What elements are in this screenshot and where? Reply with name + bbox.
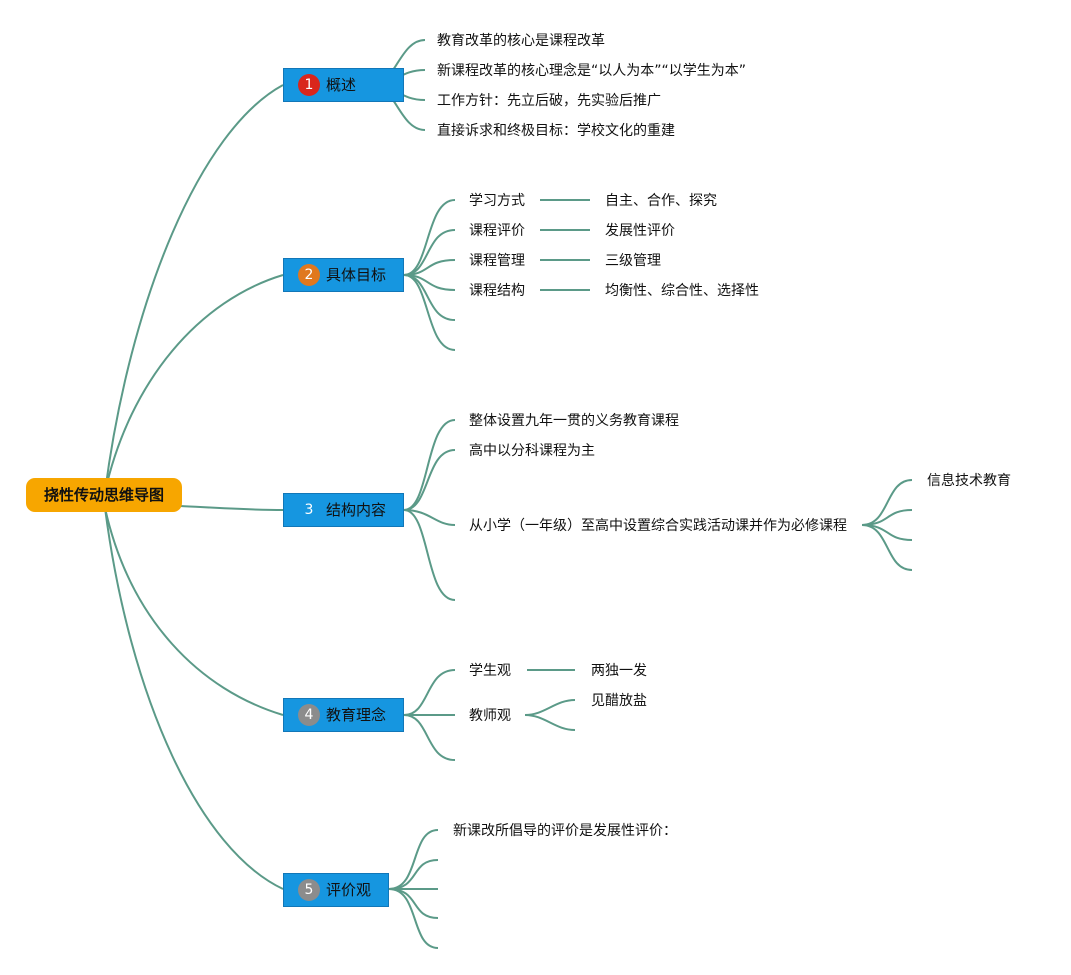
link-structure-1	[403, 419, 456, 511]
philosophy-item-label[interactable]: 教师观	[469, 708, 511, 724]
philosophy-item-value[interactable]: 见醋放盐	[591, 693, 647, 709]
link-evaluation-5	[388, 888, 439, 949]
structure-sub-item[interactable]: 信息技术教育	[927, 473, 1011, 489]
link-root-goals	[104, 274, 284, 493]
branch-overview[interactable]: 1 概述	[283, 68, 404, 102]
link-root-evaluation	[104, 507, 284, 890]
link-goals-2	[403, 229, 456, 276]
branch-label: 教育理念	[326, 706, 387, 724]
goals-item-value[interactable]: 发展性评价	[605, 223, 675, 239]
link-evaluation-1	[388, 829, 439, 890]
overview-item[interactable]: 教育改革的核心是课程改革	[437, 33, 605, 49]
link-goals-6	[403, 274, 456, 351]
link-structure-4	[403, 509, 456, 601]
link-philosophy-3	[403, 714, 456, 761]
link-root-philosophy	[104, 507, 284, 716]
root-node[interactable]: 挠性传动思维导图	[26, 478, 182, 512]
philosophy-item-value[interactable]: 两独一发	[591, 663, 647, 679]
link-structure-sub-1	[861, 479, 913, 526]
link-structure-2	[403, 449, 456, 511]
link-philosophy-1	[403, 669, 456, 716]
goals-item-label[interactable]: 课程结构	[469, 283, 525, 299]
link-philosophy-t2	[524, 714, 576, 731]
overview-item[interactable]: 直接诉求和终极目标：学校文化的重建	[437, 123, 675, 139]
goals-item-value[interactable]: 自主、合作、探究	[605, 193, 717, 209]
branch-structure[interactable]: 3 结构内容	[283, 493, 404, 527]
link-structure-sub-4	[861, 524, 913, 571]
structure-item[interactable]: 整体设置九年一贯的义务教育课程	[469, 413, 679, 429]
evaluation-item[interactable]: 新课改所倡导的评价是发展性评价：	[453, 823, 677, 839]
overview-item[interactable]: 工作方针：先立后破，先实验后推广	[437, 93, 661, 109]
link-root-structure	[179, 505, 284, 511]
link-philosophy-t1	[524, 699, 576, 716]
branch-evaluation[interactable]: 5 评价观	[283, 873, 389, 907]
branch-label: 概述	[326, 76, 357, 94]
branch-label: 结构内容	[326, 501, 387, 519]
branch-label: 具体目标	[326, 266, 387, 284]
goals-item-label[interactable]: 学习方式	[469, 193, 525, 209]
link-goals-1	[403, 199, 456, 276]
number-badge-icon: 5	[298, 879, 320, 901]
branch-philosophy[interactable]: 4 教育理念	[283, 698, 404, 732]
link-structure-3	[403, 509, 456, 526]
goals-item-label[interactable]: 课程管理	[469, 253, 525, 269]
goals-item-label[interactable]: 课程评价	[469, 223, 525, 239]
number-badge-icon: 1	[298, 74, 320, 96]
philosophy-item-label[interactable]: 学生观	[469, 663, 511, 679]
overview-item[interactable]: 新课程改革的核心理念是“以人为本”“以学生为本”	[437, 63, 747, 79]
number-badge-icon: 2	[298, 264, 320, 286]
structure-item[interactable]: 高中以分科课程为主	[469, 443, 595, 459]
link-root-overview	[104, 84, 284, 493]
goals-item-value[interactable]: 三级管理	[605, 253, 661, 269]
structure-item[interactable]: 从小学（一年级）至高中设置综合实践活动课并作为必修课程	[469, 518, 847, 534]
goals-item-value[interactable]: 均衡性、综合性、选择性	[605, 283, 759, 299]
branch-goals[interactable]: 2 具体目标	[283, 258, 404, 292]
number-badge-icon: 4	[298, 704, 320, 726]
number-badge-icon: 3	[298, 499, 320, 521]
link-goals-5	[403, 274, 456, 321]
branch-label: 评价观	[326, 881, 372, 899]
